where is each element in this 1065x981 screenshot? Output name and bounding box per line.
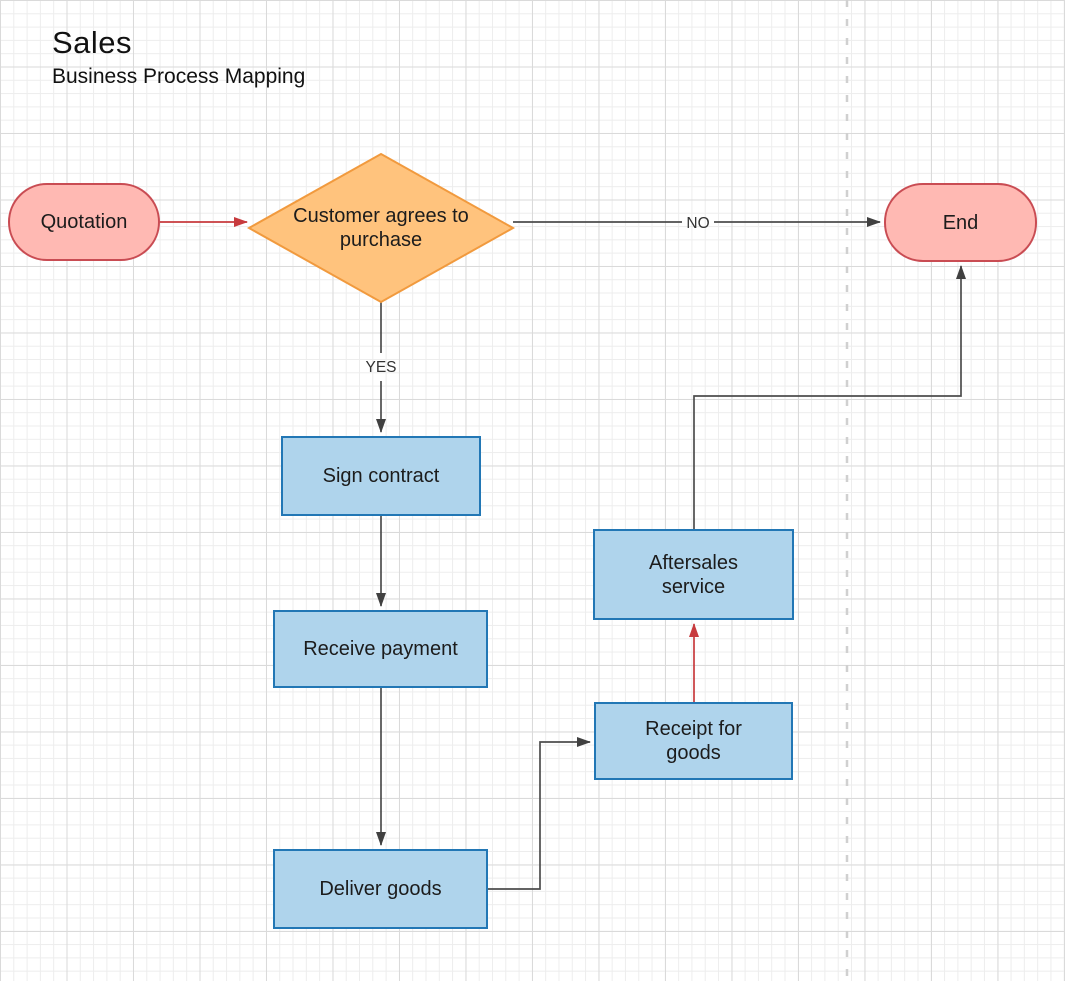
node-receive-payment[interactable]: Receive payment — [273, 610, 488, 688]
edge-label-no: NO — [686, 215, 709, 232]
edge-deliver-goods-to-receipt-for-goods — [488, 737, 591, 890]
node-receipt-for-goods[interactable]: Receipt for goods — [594, 702, 793, 780]
diagram-subtitle: Business Process Mapping — [52, 65, 306, 88]
node-deliver-goods[interactable]: Deliver goods — [273, 849, 488, 929]
node-sign-contract[interactable]: Sign contract — [281, 436, 481, 516]
node-aftersales-service[interactable]: Aftersales service — [593, 529, 794, 620]
diagram-title: Sales — [52, 25, 133, 60]
edge-label-yes: YES — [365, 359, 396, 376]
decision-diamond-shape[interactable] — [246, 152, 516, 304]
title-block: Sales Business Process Mapping — [52, 24, 305, 92]
node-quotation[interactable]: Quotation — [8, 183, 160, 261]
edge-aftersales-to-end — [693, 265, 966, 529]
node-decision-customer-agrees[interactable]: Customer agrees to purchase — [293, 205, 469, 251]
node-end[interactable]: End — [884, 183, 1037, 262]
